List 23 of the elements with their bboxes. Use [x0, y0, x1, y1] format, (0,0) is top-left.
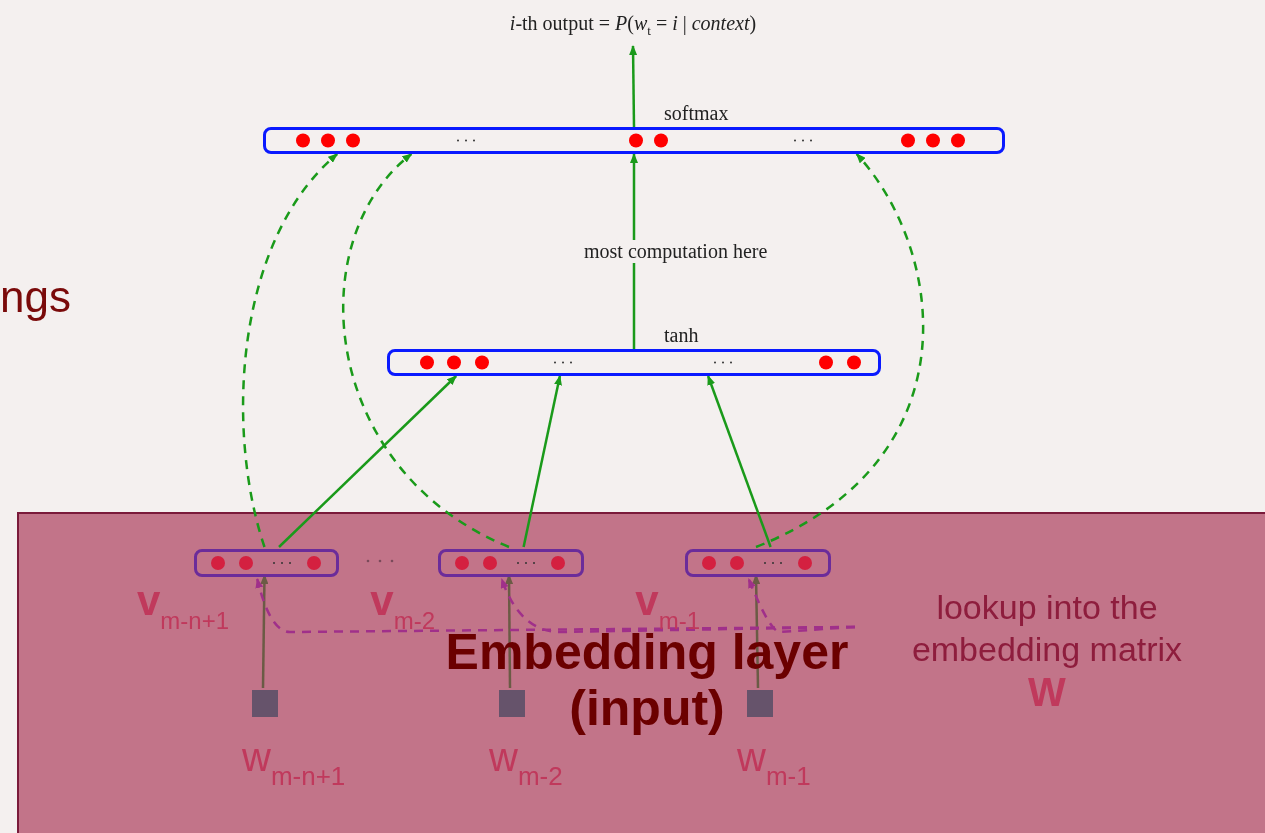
- dashed-arrow: [342, 153, 510, 549]
- arrow: [706, 375, 772, 548]
- word-label: w$_{m-2}$: [489, 734, 563, 793]
- edge-label: most computation here: [582, 239, 770, 263]
- cut-off-text: ngs: [0, 272, 71, 322]
- dashed-arrow: [755, 153, 925, 549]
- word-label: w$_{m-1}$: [737, 734, 811, 793]
- arrow: [278, 375, 458, 548]
- embedding-layer-panel: [17, 512, 1265, 833]
- arrow: [629, 45, 638, 127]
- lookup-text: lookup into the embedding matrix: [910, 587, 1184, 670]
- layer-label: tanh: [664, 324, 699, 347]
- vector-label: v$_{m-n+1}$: [136, 578, 229, 636]
- word-label: w$_{m-n+1}$: [242, 734, 346, 793]
- arrow: [630, 153, 638, 349]
- matrix-symbol: W: [1028, 670, 1066, 714]
- output-formula: i-th output = P(w$_{t}$ = i | context): [443, 12, 823, 46]
- layer-label: softmax: [664, 102, 729, 125]
- vector-label: v$_{m-2}$: [370, 578, 435, 636]
- dashed-arrow: [241, 153, 339, 548]
- dashed-arrow: [747, 578, 856, 634]
- arrow: [260, 574, 269, 688]
- arrow: [522, 375, 562, 548]
